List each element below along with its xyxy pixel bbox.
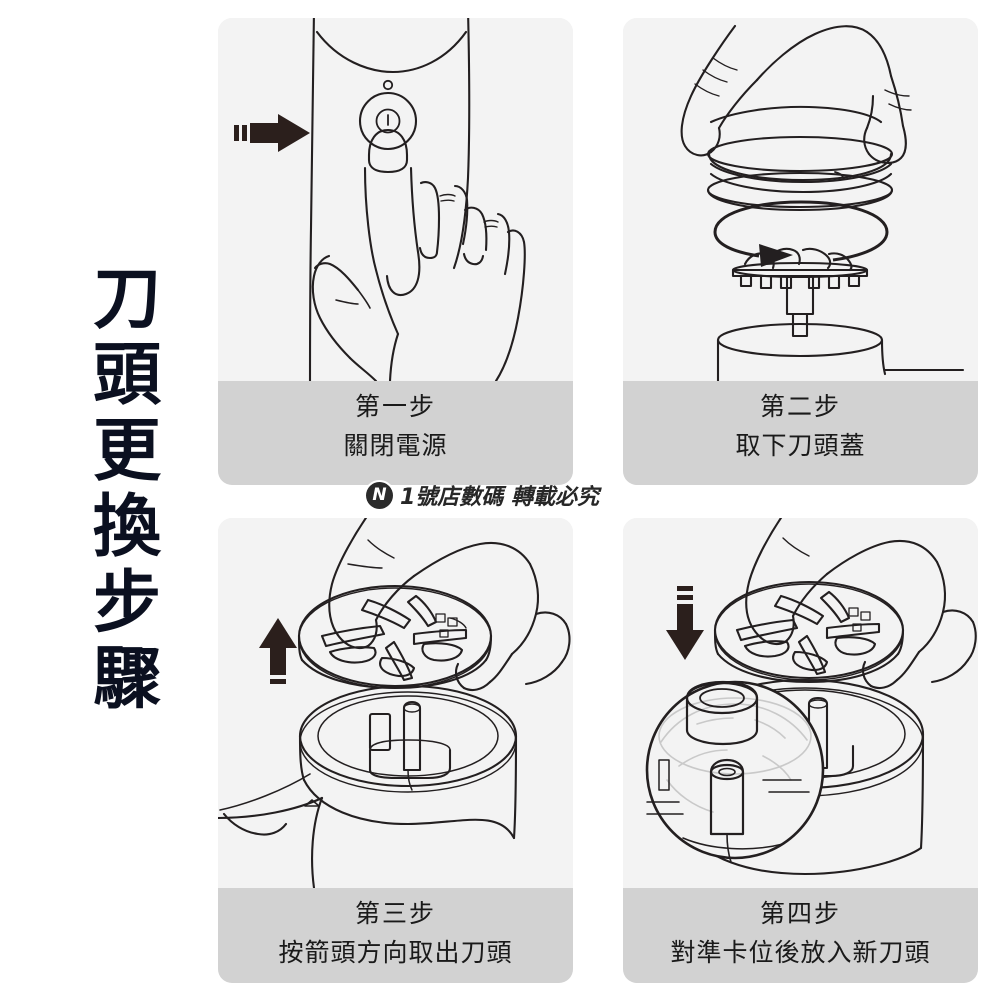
arrow-rotate-head — [759, 244, 793, 267]
page-title: 刀 頭 更 換 步 驟 — [68, 262, 186, 742]
n1-shop-logo-icon: N — [366, 481, 393, 509]
step-3-caption: 第三步 按箭頭方向取出刀頭 — [218, 888, 573, 983]
page-title-char-5: 步 — [92, 564, 161, 643]
page-title-char-2: 頭 — [92, 336, 161, 415]
page-title-char-4: 換 — [92, 488, 161, 567]
watermark-text: 1號店數碼 轉載必究 — [400, 485, 599, 510]
step-4-description: 對準卡位後放入新刀頭 — [670, 938, 931, 967]
page-title-char-1: 刀 — [92, 260, 161, 339]
step-4-caption: 第四步 對準卡位後放入新刀頭 — [623, 888, 978, 983]
page-title-char-6: 驟 — [92, 640, 161, 719]
step-1-description: 關閉電源 — [343, 431, 448, 460]
step-4-illustration — [623, 518, 978, 888]
step-1-illustration — [218, 18, 573, 381]
step-2-illustration — [623, 18, 978, 381]
step-4-label: 第四步 — [759, 899, 841, 928]
arrow-right — [234, 114, 310, 152]
page-title-char-3: 更 — [92, 412, 161, 491]
magnifier-inset — [645, 680, 825, 863]
step-3-illustration — [218, 518, 573, 888]
arrow-rotate — [713, 200, 889, 262]
step-panel-1: 第一步 關閉電源 — [218, 18, 573, 485]
step-3-description: 按箭頭方向取出刀頭 — [278, 938, 513, 967]
step-1-caption: 第一步 關閉電源 — [218, 381, 573, 485]
step-2-description: 取下刀頭蓋 — [735, 431, 866, 460]
step-2-caption: 第二步 取下刀頭蓋 — [623, 381, 978, 485]
step-panel-3: 第三步 按箭頭方向取出刀頭 — [218, 518, 573, 983]
watermark: N 1號店數碼 轉載必究 — [366, 479, 599, 511]
arrow-down — [666, 586, 704, 660]
steps-grid: 第一步 關閉電源 — [218, 18, 978, 983]
step-panel-2: 第二步 取下刀頭蓋 — [623, 18, 978, 485]
arrow-up — [259, 618, 297, 684]
step-2-label: 第二步 — [759, 392, 841, 421]
step-1-label: 第一步 — [354, 392, 436, 421]
step-panel-4: 第四步 對準卡位後放入新刀頭 — [623, 518, 978, 983]
step-3-label: 第三步 — [354, 899, 436, 928]
